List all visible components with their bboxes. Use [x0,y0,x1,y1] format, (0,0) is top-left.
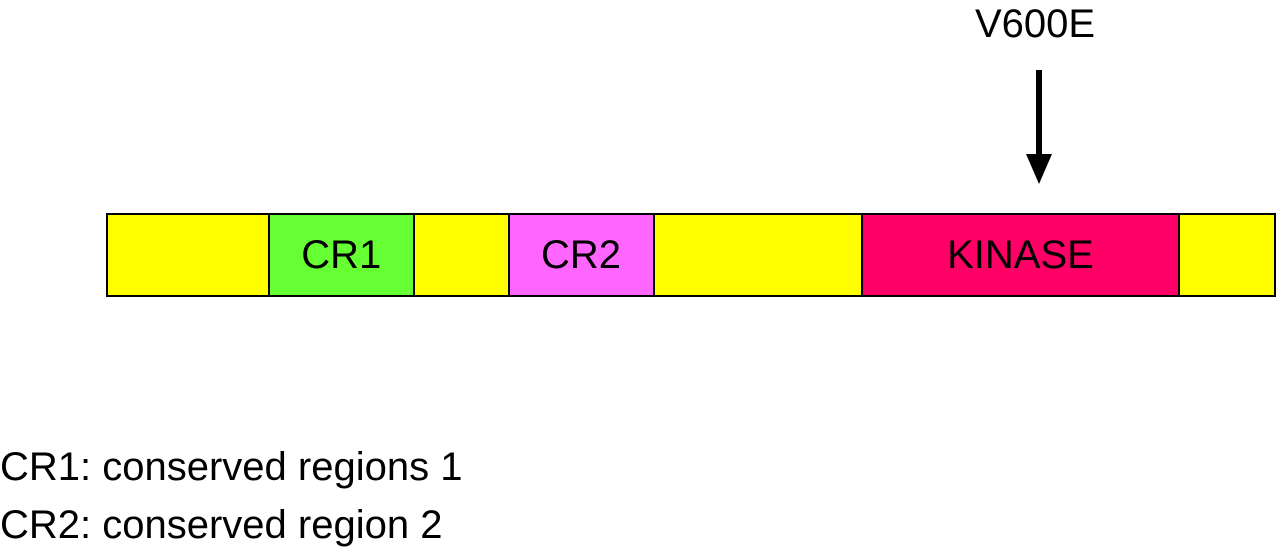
mutation-label: V600E [975,2,1096,46]
linker-segment-3 [654,215,863,295]
protein-domain-bar: CR1 CR2 KINASE [106,213,1276,297]
kinase-domain: KINASE [862,215,1181,295]
legend-cr1: CR1: conserved regions 1 [0,445,463,489]
linker-segment-4 [1180,215,1274,295]
linker-segment-2 [414,215,510,295]
linker-segment-1 [108,215,270,295]
legend-cr2: CR2: conserved region 2 [0,503,443,547]
cr1-domain: CR1 [269,215,415,295]
kinase-label: KINASE [947,232,1094,277]
legend: CR1: conserved regions 1 CR2: conserved … [0,438,462,554]
cr2-label: CR2 [541,232,622,277]
mutation-arrow [1026,70,1052,184]
cr1-label: CR1 [301,232,382,277]
cr2-domain: CR2 [509,215,655,295]
